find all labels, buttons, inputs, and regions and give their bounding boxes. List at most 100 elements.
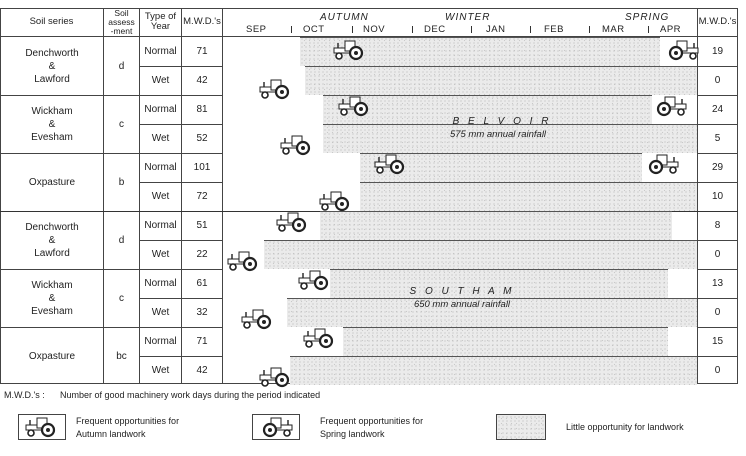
table-right-border	[737, 8, 738, 383]
mwd-spring-cell: 29	[711, 162, 724, 173]
month-tick	[291, 26, 292, 33]
season-spring: SPRING	[625, 12, 670, 23]
soil-assessment-cell: c	[119, 118, 124, 130]
mwd-spring-cell: 5	[714, 133, 721, 144]
row-divider	[140, 298, 222, 299]
type-of-year-cell: Normal	[144, 336, 177, 347]
type-of-year-cell: Wet	[151, 365, 170, 376]
month-feb: FEB	[544, 24, 564, 35]
tractor-spring-icon	[656, 96, 687, 117]
mwd-spring-cell: 19	[711, 46, 724, 57]
mwd-spring-cell: 13	[711, 278, 724, 289]
band-edge	[330, 269, 668, 270]
row-divider	[698, 124, 737, 125]
row-divider	[698, 240, 737, 241]
band-edge	[343, 327, 668, 328]
low-opportunity-band	[323, 124, 697, 153]
legend-little-swatch	[496, 414, 546, 440]
site-rainfall-southam: 650 mm annual rainfall	[413, 299, 511, 310]
header-mwd-autumn: M.W.D.'s	[183, 16, 221, 27]
soil-assessment-cell: c	[119, 292, 124, 304]
month-jan: JAN	[486, 24, 506, 35]
site-name-southam: S O U T H A M	[409, 286, 515, 297]
mwd-autumn-cell: 42	[196, 365, 208, 376]
soil-series-cell: Wickham & Evesham	[14, 269, 90, 327]
mwd-autumn-cell: 71	[196, 336, 208, 347]
type-of-year-cell: Normal	[144, 46, 177, 57]
soil-series-label: Denchworth & Lawford	[25, 47, 79, 85]
mwd-spring-cell: 15	[711, 336, 724, 347]
header-bottom-border	[0, 36, 738, 37]
low-opportunity-band	[330, 269, 668, 298]
group-divider	[0, 269, 222, 270]
mwd-autumn-cell: 71	[196, 46, 208, 57]
mwd-spring-cell: 10	[711, 191, 724, 202]
group-divider	[0, 153, 222, 154]
month-tick	[589, 26, 590, 33]
col-divider-4	[222, 8, 223, 383]
month-tick	[648, 26, 649, 33]
mwd-autumn-cell: 101	[193, 162, 211, 173]
soil-assessment-cell: d	[118, 60, 125, 72]
soil-series-cell: Oxpasture	[28, 176, 76, 188]
tractor-autumn-icon	[259, 79, 290, 100]
row-divider	[698, 182, 737, 183]
band-edge	[264, 240, 697, 241]
group-divider	[698, 153, 737, 154]
soil-series-label: Wickham & Evesham	[31, 279, 73, 317]
tractor-autumn-icon	[227, 251, 258, 272]
row-divider	[140, 182, 222, 183]
mwd-spring-cell: 0	[714, 249, 721, 260]
footnote-text: Number of good machinery work days durin…	[60, 390, 321, 400]
soil-assessment-cell: bc	[116, 350, 127, 362]
group-divider	[698, 327, 737, 328]
mwd-spring-cell: 0	[714, 75, 721, 86]
month-tick	[412, 26, 413, 33]
mwd-autumn-cell: 32	[196, 307, 208, 318]
table-left-border	[0, 8, 1, 383]
month-tick	[530, 26, 531, 33]
col-divider-3	[181, 8, 182, 383]
footnote-abbreviation: M.W.D.'s :	[4, 390, 45, 400]
group-divider	[0, 327, 222, 328]
legend-autumn-label: Frequent opportunities for Autumn landwo…	[76, 416, 180, 439]
soil-series-cell: Oxpasture	[28, 350, 76, 362]
tractor-spring-icon	[648, 154, 679, 175]
type-of-year-cell: Normal	[144, 162, 177, 173]
mwd-spring-cell: 0	[714, 307, 721, 318]
site-name-belvoir: B E L V O I R	[452, 116, 552, 127]
soil-series-cell: Wickham & Evesham	[14, 95, 90, 153]
tractor-spring-icon	[262, 417, 293, 438]
tractor-autumn-icon	[280, 135, 311, 156]
band-edge	[323, 124, 697, 125]
tractor-autumn-icon	[319, 191, 350, 212]
legend-autumn-swatch	[18, 414, 66, 440]
mwd-spring-cell: 8	[714, 220, 721, 231]
row-divider	[140, 356, 222, 357]
low-opportunity-band	[264, 240, 697, 269]
band-edge	[360, 182, 697, 183]
header-mwd-spring: M.W.D.'s	[698, 16, 737, 27]
row-divider	[698, 298, 737, 299]
type-of-year-cell: Wet	[151, 191, 170, 202]
month-tick	[471, 26, 472, 33]
mwd-autumn-cell: 51	[196, 220, 208, 231]
legend-little-label: Little opportunity for landwork	[566, 422, 684, 432]
band-edge	[323, 95, 652, 96]
band-edge	[290, 356, 697, 357]
low-opportunity-band	[360, 153, 642, 182]
header-type-of-year: Type of Year	[144, 11, 177, 32]
header-soil-assessment: Soil assess -ment	[108, 7, 135, 36]
low-opportunity-band	[360, 182, 697, 211]
low-opportunity-band	[305, 66, 697, 95]
soil-assessment-cell: b	[118, 176, 125, 188]
mwd-spring-cell: 24	[711, 104, 724, 115]
month-apr: APR	[660, 24, 682, 35]
mwd-autumn-cell: 52	[196, 133, 208, 144]
month-dec: DEC	[424, 24, 446, 35]
month-mar: MAR	[602, 24, 625, 35]
mwd-autumn-cell: 61	[196, 278, 208, 289]
row-divider	[698, 356, 737, 357]
tractor-autumn-icon	[298, 270, 329, 291]
